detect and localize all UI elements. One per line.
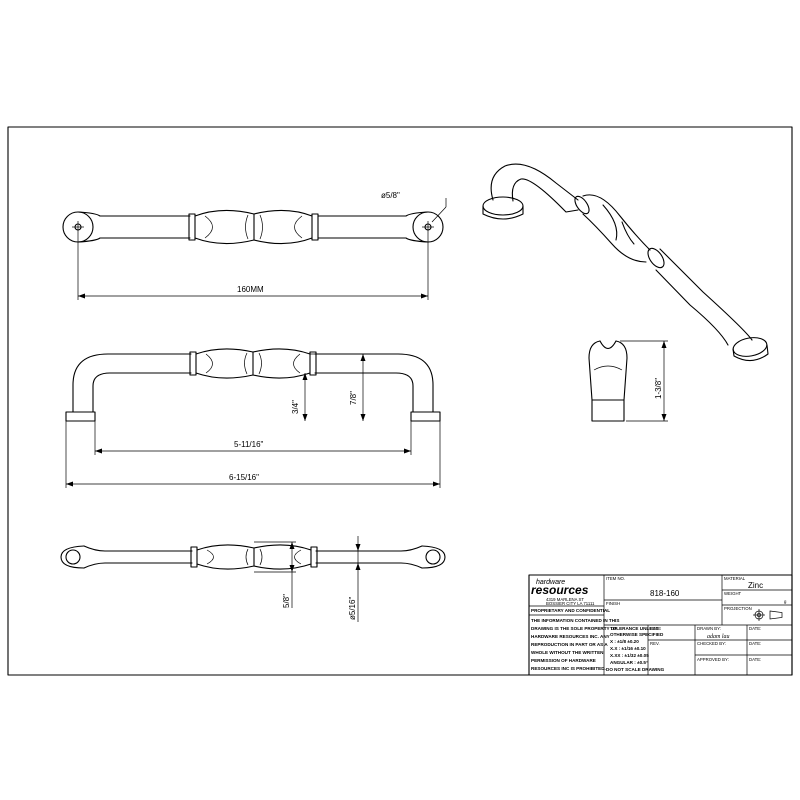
svg-text:X : ±1/8 ±0.20: X : ±1/8 ±0.20: [610, 639, 639, 644]
tolerance-notes: TOLERANCE UNLESS OTHERWISE SPECIFIED X :…: [606, 626, 665, 672]
center-to-center-mm-label: 160MM: [237, 285, 264, 294]
svg-text:HARDWARE RESOURCES INC. ANY: HARDWARE RESOURCES INC. ANY: [531, 634, 610, 639]
checked-by-label: CHECKED BY:: [697, 641, 726, 646]
projection-inner-label: 3/4": [291, 400, 300, 414]
svg-text:TOLERANCE UNLESS: TOLERANCE UNLESS: [610, 626, 658, 631]
weight-value: g: [784, 599, 787, 604]
checked-date-label: DATE:: [749, 641, 761, 646]
top-view-body: [62, 209, 444, 245]
grip-width-dimension: 5/8": [254, 541, 296, 608]
svg-text:OTHERWISE SPECIFIED: OTHERWISE SPECIFIED: [610, 632, 664, 637]
hole-diameter-dimension: ø5/8": [381, 191, 447, 223]
revision-label: REV.: [650, 641, 660, 646]
bar-diameter-dimension: ø5/16": [340, 536, 362, 622]
svg-text:X.XX : ±1/32 ±0.05: X.XX : ±1/32 ±0.05: [610, 653, 649, 658]
isometric-view: [482, 163, 769, 362]
center-to-center-inch-label: 5-11/16": [234, 440, 264, 449]
svg-text:DRAWING IS THE SOLE PROPERTY O: DRAWING IS THE SOLE PROPERTY OF: [531, 626, 617, 631]
logo-text-main: resources: [531, 583, 589, 597]
bottom-view: 5/8" ø5/16": [60, 536, 446, 622]
item-number-label: ITEM NO.: [606, 576, 625, 581]
weight-label: WEIGHT: [724, 591, 742, 596]
drawn-date-label: DATE:: [749, 626, 761, 631]
overall-length-dimension: 6-15/16": [65, 421, 441, 488]
proprietary-heading: PROPRIETARY AND CONFIDENTIAL: [531, 608, 610, 613]
grip-width-label: 5/8": [282, 594, 291, 608]
projection-label: PROJECTION: [724, 606, 752, 611]
proprietary-text: THE INFORMATION CONTAINED IN THIS DRAWIN…: [531, 618, 619, 671]
front-view: 3/4" 7/8" 5-11/16" 6-15/16": [65, 348, 441, 488]
svg-text:REPRODUCTION IN PART OR AS A: REPRODUCTION IN PART OR AS A: [531, 642, 608, 647]
approved-date-label: DATE:: [749, 657, 761, 662]
date-label: DATE: [650, 626, 661, 631]
center-to-center-inch-dimension: 5-11/16": [94, 421, 412, 455]
overall-length-label: 6-15/16": [229, 473, 259, 482]
svg-text:DO NOT SCALE DRAWING: DO NOT SCALE DRAWING: [606, 667, 665, 672]
bar-diameter-label: ø5/16": [348, 597, 357, 620]
svg-text:X.X : ±1/16 ±0.10: X.X : ±1/16 ±0.10: [610, 646, 646, 651]
side-view: 1-3/8": [588, 340, 668, 422]
projection-dimensions: 3/4" 7/8": [291, 353, 368, 421]
item-number-value: 818-160: [650, 589, 680, 598]
title-block: hardware resources 4319 MARLENA ST BOSSI…: [528, 574, 793, 676]
sheet-border: [7, 126, 793, 676]
svg-text:THE INFORMATION CONTAINED IN T: THE INFORMATION CONTAINED IN THIS: [531, 618, 619, 623]
projection-symbol: [753, 609, 783, 621]
top-view: ø5/8" 160MM: [62, 191, 447, 300]
svg-text:WHOLE WITHOUT THE WRITTEN: WHOLE WITHOUT THE WRITTEN: [531, 650, 604, 655]
projection-outer-label: 7/8": [349, 391, 358, 405]
center-to-center-mm-dimension: 160MM: [77, 233, 429, 300]
logo-text-top: hardware: [536, 579, 565, 586]
front-view-body: [65, 348, 441, 422]
approved-by-label: APPROVED BY:: [697, 657, 729, 662]
drawn-by-label: DRAWN BY:: [697, 626, 721, 631]
svg-text:RESOURCES INC IS PROHIBITED.: RESOURCES INC IS PROHIBITED.: [531, 666, 606, 671]
svg-text:PERMISSION OF HARDWARE: PERMISSION OF HARDWARE: [531, 658, 596, 663]
side-height-label: 1-3/8": [654, 378, 663, 399]
material-label: MATERIAL: [724, 576, 746, 581]
bottom-view-body: [60, 544, 446, 570]
drawn-by-signature: adam lau: [707, 634, 730, 640]
address-line-2: BOSSIER CITY LA 71111: [546, 601, 595, 606]
address-line-1: 4319 MARLENA ST: [546, 597, 584, 602]
hole-diameter-label: ø5/8": [381, 191, 400, 200]
finish-label: FINISH: [606, 601, 620, 606]
svg-text:ANGULAR : ±0.5°: ANGULAR : ±0.5°: [610, 660, 648, 665]
material-value: Zinc: [748, 581, 763, 590]
